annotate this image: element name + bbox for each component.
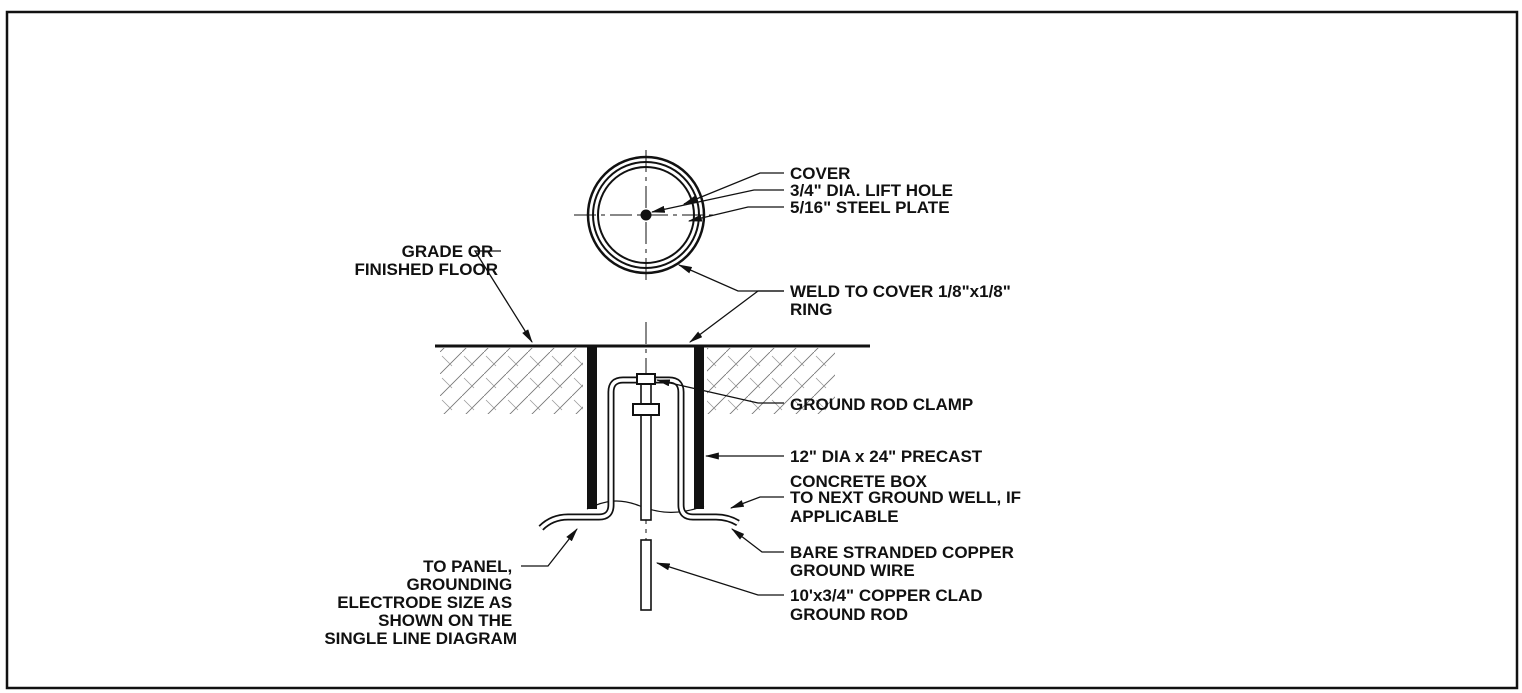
- lift-hole: [640, 209, 652, 221]
- lift-hole-label: 3/4" DIA. LIFT HOLE: [790, 181, 953, 200]
- cover-top-view: [574, 150, 718, 282]
- grade-section: [435, 344, 870, 414]
- earth-hatch-left: [440, 348, 583, 414]
- ground-rod-clamp-label: GROUND ROD CLAMP: [790, 395, 973, 414]
- precast-box-label: 12" DIA x 24" PRECAST CONCRETE BOX: [790, 447, 987, 491]
- cover-outer-ring: [586, 155, 706, 275]
- clamp-bolt: [632, 403, 660, 416]
- box-wall-right: [694, 347, 704, 509]
- ground-rod-clamp: [636, 373, 656, 385]
- leaders: [473, 172, 784, 596]
- to-panel-label: TO PANEL, GROUNDING ELECTRODE SIZE AS SH…: [324, 557, 517, 648]
- ground-rod-label: 10'x3/4" COPPER CLAD GROUND ROD: [790, 586, 987, 624]
- ground-rod-upper: [640, 381, 652, 521]
- ground-rod-lower: [640, 539, 652, 611]
- grade-label: GRADE OR FINISHED FLOOR: [354, 242, 498, 279]
- drawing-border: [5, 10, 1519, 690]
- cover-label: COVER: [790, 164, 850, 183]
- concrete-box-section: [538, 322, 740, 611]
- steel-plate-label: 5/16" STEEL PLATE: [790, 198, 950, 217]
- next-ground-well-label: TO NEXT GROUND WELL, IF APPLICABLE: [790, 488, 1026, 526]
- weld-label: WELD TO COVER 1/8"x1/8" RING: [790, 282, 1016, 319]
- bare-copper-label: BARE STRANDED COPPER GROUND WIRE: [790, 543, 1019, 580]
- box-wall-left: [587, 347, 597, 509]
